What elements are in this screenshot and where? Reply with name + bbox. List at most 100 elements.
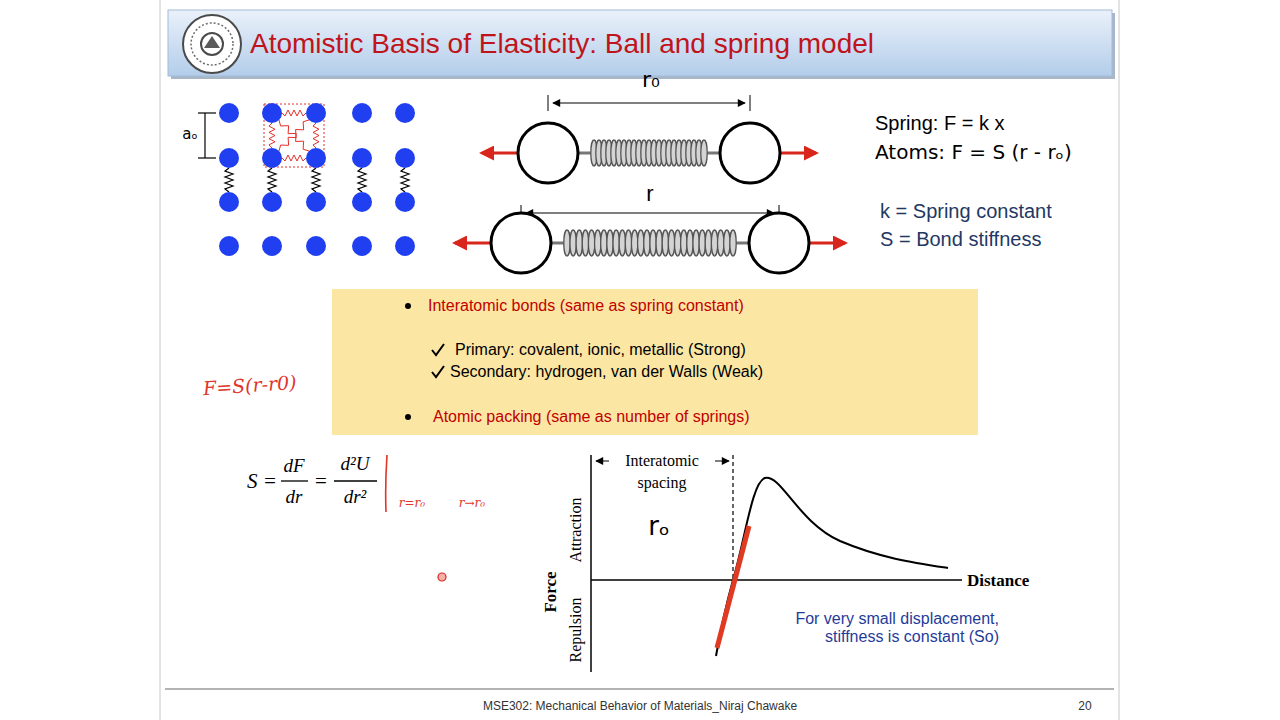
axis-title: Attraction [567, 498, 585, 563]
bond-spring [401, 168, 409, 192]
equilibrium-line [732, 455, 733, 580]
lattice-atom [219, 192, 239, 212]
bond-spring [312, 168, 320, 192]
spring-coil-turn [570, 230, 576, 256]
dimension-line [204, 113, 205, 158]
spring-coil-turn [674, 230, 680, 256]
spring-coil-turn [656, 230, 662, 256]
spring-coil-turn [693, 230, 699, 256]
lattice-atom [262, 192, 282, 212]
spring-coil-turn [595, 230, 601, 256]
spring-coil-turn [650, 230, 656, 256]
lattice-atom [395, 236, 415, 256]
graph-note: For very small displacement, stiffness i… [754, 610, 999, 647]
axis-annotation: Interatomic spacing [609, 450, 715, 495]
lattice-atom [219, 148, 239, 168]
spring-coil-turn [582, 230, 588, 256]
dimension-label: r₀ [642, 67, 660, 92]
axis-title: Repulsion [567, 598, 585, 663]
spacing-symbol: rₒ [648, 512, 669, 542]
dimension-label: r [646, 181, 653, 206]
lattice-atom [352, 192, 372, 212]
bond-spring [282, 155, 306, 161]
dimension-tick [750, 95, 751, 111]
spring-coil-turn [724, 230, 730, 256]
bond-spring [268, 168, 276, 192]
spring-coil-turn [701, 140, 707, 166]
institute-logo [191, 23, 233, 65]
spring-coil-turn [576, 230, 582, 256]
institute-logo [204, 36, 220, 48]
dimension-label: aₒ [182, 126, 197, 143]
force-arrow [482, 152, 518, 155]
equation-part: d²U [341, 453, 370, 475]
atom-ball [720, 123, 780, 183]
fraction-bar [281, 480, 308, 481]
lattice-atom [352, 236, 372, 256]
lattice-atom [306, 148, 326, 168]
spring-coil-turn [625, 230, 631, 256]
dimension-tick [548, 95, 549, 111]
atom-ball [749, 213, 809, 273]
definition-text: k = Spring constant [880, 200, 1052, 223]
spring-coil-turn [607, 230, 613, 256]
title-bar [168, 10, 1115, 79]
spring-coil-turn [644, 230, 650, 256]
dimension-arrow [526, 212, 774, 213]
footer-text: MSE302: Mechanical Behavior of Materials… [483, 700, 797, 714]
spring-coil-turn [564, 230, 570, 256]
equation-part: dr [286, 486, 303, 508]
institute-logo [183, 15, 241, 73]
atom-lattice [198, 103, 415, 256]
fraction-bar [334, 480, 377, 481]
force-arrow [455, 242, 491, 245]
slide-edge [160, 0, 161, 720]
definition-text: S = Bond stiffness [880, 228, 1041, 251]
slide-title: Atomistic Basis of Elasticity: Ball and … [250, 28, 874, 60]
lattice-atom [306, 103, 326, 123]
spring-coil-turn [631, 230, 637, 256]
spring-coil-turn [730, 230, 736, 256]
institute-logo [201, 33, 223, 55]
lattice-atom [219, 103, 239, 123]
spring-coil-turn [705, 230, 711, 256]
dimension-arrow [553, 102, 745, 103]
lattice-atom [262, 148, 282, 168]
force-arrow [809, 242, 845, 245]
slide-frame [160, 0, 1119, 720]
lattice-atom [352, 148, 372, 168]
spring-coil-turn [687, 230, 693, 256]
bond-spring [279, 120, 309, 151]
equation-part: dr² [344, 486, 367, 508]
equation-part: S = [247, 469, 277, 493]
spring-coil-turn [588, 230, 594, 256]
slide-edge [1119, 0, 1120, 720]
lattice-atom [395, 192, 415, 212]
handwritten-note: r→r₀ [459, 497, 485, 511]
bond-spring [269, 123, 275, 148]
lattice-atom [262, 236, 282, 256]
check-mark [432, 366, 444, 377]
page-number: 20 [1078, 700, 1091, 714]
checklist-item: Primary: covalent, ionic, metallic (Stro… [455, 341, 746, 359]
bullet-dot [405, 414, 411, 420]
checklist-item: Secondary: hydrogen, van der Walls (Weak… [450, 363, 763, 381]
lattice-atom [395, 148, 415, 168]
lattice-atom [352, 103, 372, 123]
handwritten-note: F=S(r-r0) [202, 372, 297, 400]
formula-text: Atoms: F = S (r - rₒ) [875, 141, 1072, 164]
bond-spring [282, 110, 306, 116]
title-bar-band [168, 10, 1112, 76]
check-mark [432, 344, 444, 355]
bond-spring [279, 120, 309, 151]
atom-ball [491, 213, 551, 273]
spring-coil-turn [613, 230, 619, 256]
lattice-atom [395, 103, 415, 123]
formula-text: Spring: F = k x [875, 112, 1005, 135]
bond-spring [225, 168, 233, 192]
spring-coil-turn [711, 230, 717, 256]
pointer-dot [438, 573, 446, 581]
spring-coil-turn [668, 230, 674, 256]
axis-title: Distance [967, 571, 1029, 591]
